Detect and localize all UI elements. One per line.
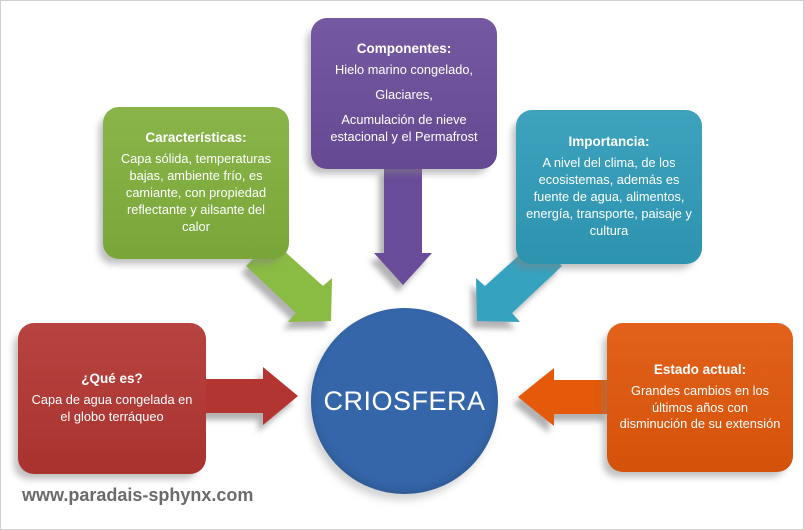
node-componentes-body-line: Glaciares,: [375, 87, 433, 103]
arrow-componentes-to-center: [374, 167, 432, 285]
arrow-que-es-to-center: [204, 367, 298, 425]
node-caracteristicas-title: Características:: [145, 130, 247, 146]
center-node-criosfera: CRIOSFERA: [311, 308, 498, 494]
node-importancia: Importancia: A nivel del clima, de los e…: [516, 110, 702, 264]
node-que-es-title: ¿Qué es?: [81, 371, 143, 387]
arrow-estado-actual-to-center: [518, 368, 610, 426]
center-node-label: CRIOSFERA: [323, 385, 486, 416]
node-componentes: Componentes: Hielo marino congelado, Gla…: [311, 18, 497, 169]
node-caracteristicas: Características: Capa sólida, temperatur…: [103, 107, 289, 259]
node-componentes-title: Componentes:: [356, 41, 452, 57]
node-estado-actual: Estado actual: Grandes cambios en los úl…: [607, 323, 793, 472]
website-watermark: www.paradais-sphynx.com: [22, 485, 254, 505]
node-caracteristicas-body: Capa sólida, temperaturas bajas, ambient…: [120, 151, 272, 234]
node-estado-actual-body: Grandes cambios en los últimos años con …: [619, 382, 781, 432]
node-que-es-body: Capa de agua congelada en el globo terrá…: [31, 392, 193, 424]
node-estado-actual-title: Estado actual:: [653, 361, 747, 377]
node-importancia-body: A nivel del clima, de los ecosistemas, a…: [526, 155, 692, 238]
node-componentes-body-line: Hielo marino congelado,: [334, 62, 473, 78]
node-que-es: ¿Qué es? Capa de agua congelada en el gl…: [18, 323, 206, 474]
node-importancia-title: Importancia:: [568, 134, 650, 150]
node-componentes-body-line: Acumulación de nieve estacional y el Per…: [330, 112, 478, 144]
